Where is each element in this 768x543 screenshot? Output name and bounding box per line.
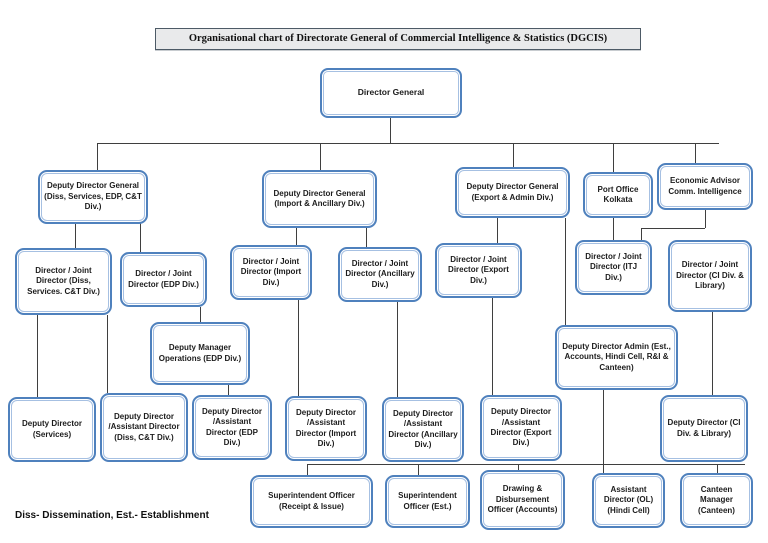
connector-line — [97, 143, 98, 170]
org-node-ddg-import-ancillary: Deputy Director General (Import & Ancill… — [262, 170, 377, 228]
connector-line — [307, 464, 745, 465]
org-node-ad-edp: Deputy Director /Assistant Director (EDP… — [192, 395, 272, 460]
connector-line — [497, 218, 498, 243]
connector-line — [492, 298, 493, 395]
connector-line — [717, 464, 718, 473]
chart-title: Organisational chart of Directorate Gene… — [155, 28, 641, 50]
org-node-jd-itj: Director / Joint Director (ITJ Div.) — [575, 240, 652, 295]
org-node-jd-diss-services-ct: Director / Joint Director (Diss, Service… — [15, 248, 112, 315]
org-node-dd-ci-library: Deputy Director (CI Div. & Library) — [660, 395, 748, 462]
connector-line — [641, 228, 642, 240]
org-node-ad-ol-hindi-cell: Assistant Director (OL) (Hindi Cell) — [592, 473, 665, 528]
connector-line — [296, 228, 297, 245]
connector-line — [397, 302, 398, 397]
connector-line — [641, 228, 705, 229]
connector-line — [140, 222, 141, 252]
org-node-ddo-accounts: Drawing & Disbursement Officer (Accounts… — [480, 470, 565, 530]
org-node-deputy-director-admin: Deputy Director Admin (Est., Accounts, H… — [555, 325, 678, 390]
connector-line — [613, 218, 614, 240]
connector-line — [712, 312, 713, 395]
org-node-ad-ancillary: Deputy Director /Assistant Director (Anc… — [382, 397, 464, 462]
connector-line — [75, 222, 76, 248]
connector-line — [320, 143, 321, 170]
connector-line — [565, 218, 566, 325]
org-node-ddg-diss-services-edp-ct: Deputy Director General (Diss, Services,… — [38, 170, 148, 224]
org-node-ddg-export-admin: Deputy Director General (Export & Admin … — [455, 167, 570, 218]
org-node-port-office-kolkata: Port Office Kolkata — [583, 172, 653, 218]
org-node-ad-import: Deputy Director /Assistant Director (Imp… — [285, 396, 367, 461]
org-node-ad-diss-ct: Deputy Director /Assistant Director (Dis… — [100, 393, 188, 462]
connector-line — [228, 385, 229, 395]
abbreviation-footnote: Diss- Dissemination, Est.- Establishment — [15, 510, 209, 521]
connector-line — [307, 464, 308, 475]
org-node-director-general: Director General — [320, 68, 462, 118]
org-node-jd-import: Director / Joint Director (Import Div.) — [230, 245, 312, 300]
org-node-jd-ci-library: Director / Joint Director (CI Div. & Lib… — [668, 240, 752, 312]
org-node-jd-export: Director / Joint Director (Export Div.) — [435, 243, 522, 298]
org-node-economic-advisor: Economic Advisor Comm. Intelligence — [657, 163, 753, 210]
connector-line — [390, 118, 391, 143]
connector-line — [298, 300, 299, 396]
connector-line — [705, 210, 706, 228]
connector-line — [97, 143, 719, 144]
connector-line — [603, 390, 604, 473]
org-node-dd-services: Deputy Director (Services) — [8, 397, 96, 462]
org-node-ad-export: Deputy Director /Assistant Director (Exp… — [480, 395, 562, 461]
connector-line — [200, 307, 201, 322]
org-node-jd-edp: Director / Joint Director (EDP Div.) — [120, 252, 207, 307]
connector-line — [518, 464, 519, 470]
connector-line — [418, 464, 419, 475]
org-node-so-establishment: Superintendent Officer (Est.) — [385, 475, 470, 528]
connector-line — [37, 315, 38, 397]
connector-line — [695, 143, 696, 163]
connector-line — [513, 143, 514, 167]
org-node-canteen-manager: Canteen Manager (Canteen) — [680, 473, 753, 528]
org-node-deputy-manager-operations: Deputy Manager Operations (EDP Div.) — [150, 322, 250, 385]
connector-line — [366, 228, 367, 247]
connector-line — [107, 315, 108, 393]
org-node-jd-ancillary: Director / Joint Director (Ancillary Div… — [338, 247, 422, 302]
org-node-so-receipt-issue: Superintendent Officer (Receipt & Issue) — [250, 475, 373, 528]
connector-line — [613, 143, 614, 172]
